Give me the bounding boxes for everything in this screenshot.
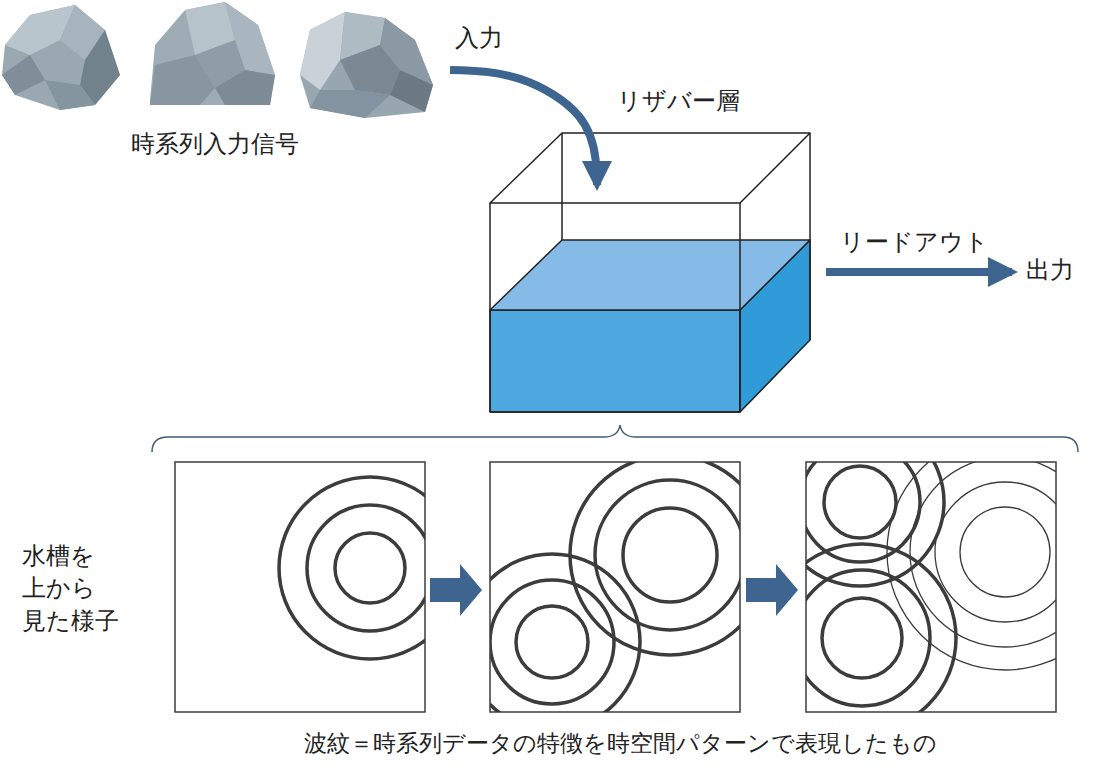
ripple [490,580,614,704]
node-label: リザバー層 [617,85,797,117]
ripple-group [806,462,1056,712]
ripple-group [490,462,740,712]
ripple [910,462,1056,647]
ripple [824,466,896,538]
rock-facet [215,70,275,105]
reservoir-tank: リザバー層 [490,185,810,412]
input-arrow [450,70,597,185]
rock [2,5,120,110]
rock-facet [300,12,345,90]
arrow-label: リードアウト [840,226,989,258]
readout-arrow [826,268,1012,276]
ripple [935,482,1056,622]
ripple [806,462,920,562]
node-label: 出力 [1026,254,1088,286]
tank-top [490,133,810,203]
input-signal: 時系列入力信号 [0,0,445,170]
rock-facet [45,80,95,110]
ripple [516,606,588,678]
node-label: 時系列入力信号 [0,128,430,160]
rock-facet [2,55,45,95]
panel-frame [806,462,1056,712]
water-tank [490,133,810,412]
rock [300,12,433,118]
tank-edge [561,133,563,240]
ripple [806,570,930,706]
ripple [490,554,640,712]
ripple [822,598,902,678]
step-arrow [430,564,482,616]
ripple [623,508,717,602]
rock [150,2,275,105]
ripple [595,480,740,630]
panel-frame [490,462,740,712]
rock-facet [340,45,400,95]
rock-facet [310,90,390,118]
tank-edge [739,203,741,412]
ripple [307,505,425,631]
panel-frame [175,462,425,712]
ripple [806,544,956,712]
tank-edge [809,133,811,340]
ripple [335,533,405,603]
rock-illustration [2,2,433,118]
ripple-group [279,477,425,659]
water-front [490,310,740,412]
ripple [960,507,1050,597]
arrow-label: 入力 [455,22,503,54]
tank-edge [490,411,740,413]
rock-facet [150,55,215,105]
water-surface [490,240,810,310]
tank-edge [489,203,491,412]
rock-facet [390,70,433,112]
ripple [570,462,740,655]
figure-caption: 波紋＝時系列データの特徴を時空間パターンで表現したもの [0,728,1100,759]
ripple-panels [175,418,1100,732]
side-note: 水槽を 上から 見た様子 [22,540,122,637]
ripple [279,477,425,659]
curly-brace [152,425,1078,452]
output-node: 出力 [1026,254,1088,290]
step-arrow [746,564,798,616]
